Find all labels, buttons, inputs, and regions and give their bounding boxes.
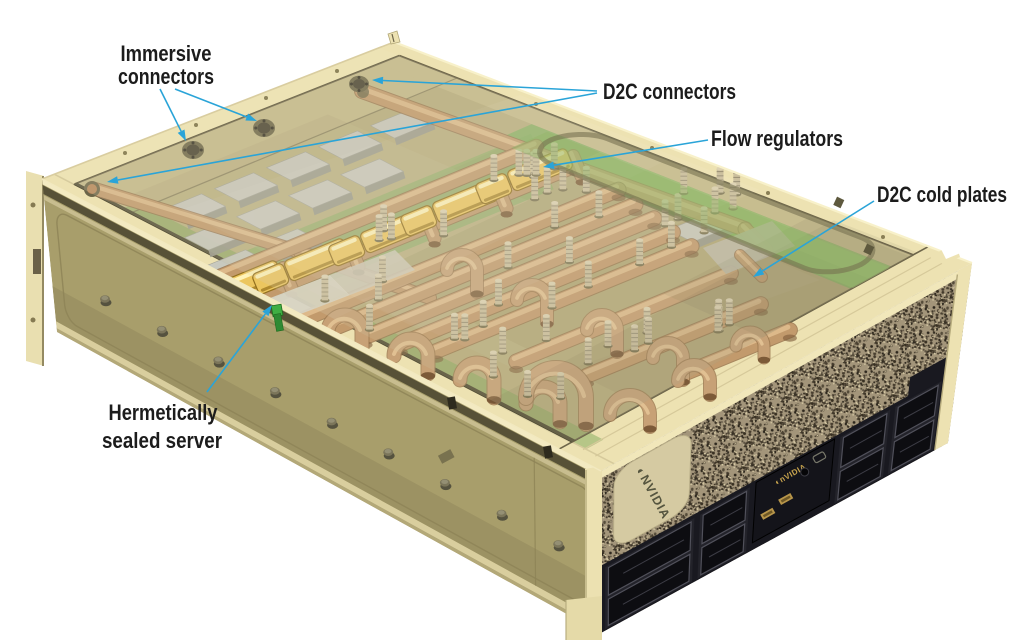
svg-text:sealed server: sealed server [102, 428, 222, 453]
svg-text:Flow regulators: Flow regulators [711, 126, 843, 151]
svg-text:D2C connectors: D2C connectors [603, 79, 736, 104]
svg-text:D2C cold plates: D2C cold plates [877, 182, 1007, 207]
svg-text:connectors: connectors [118, 64, 214, 89]
svg-text:Immersive: Immersive [121, 41, 212, 66]
svg-text:Hermetically: Hermetically [109, 400, 219, 425]
